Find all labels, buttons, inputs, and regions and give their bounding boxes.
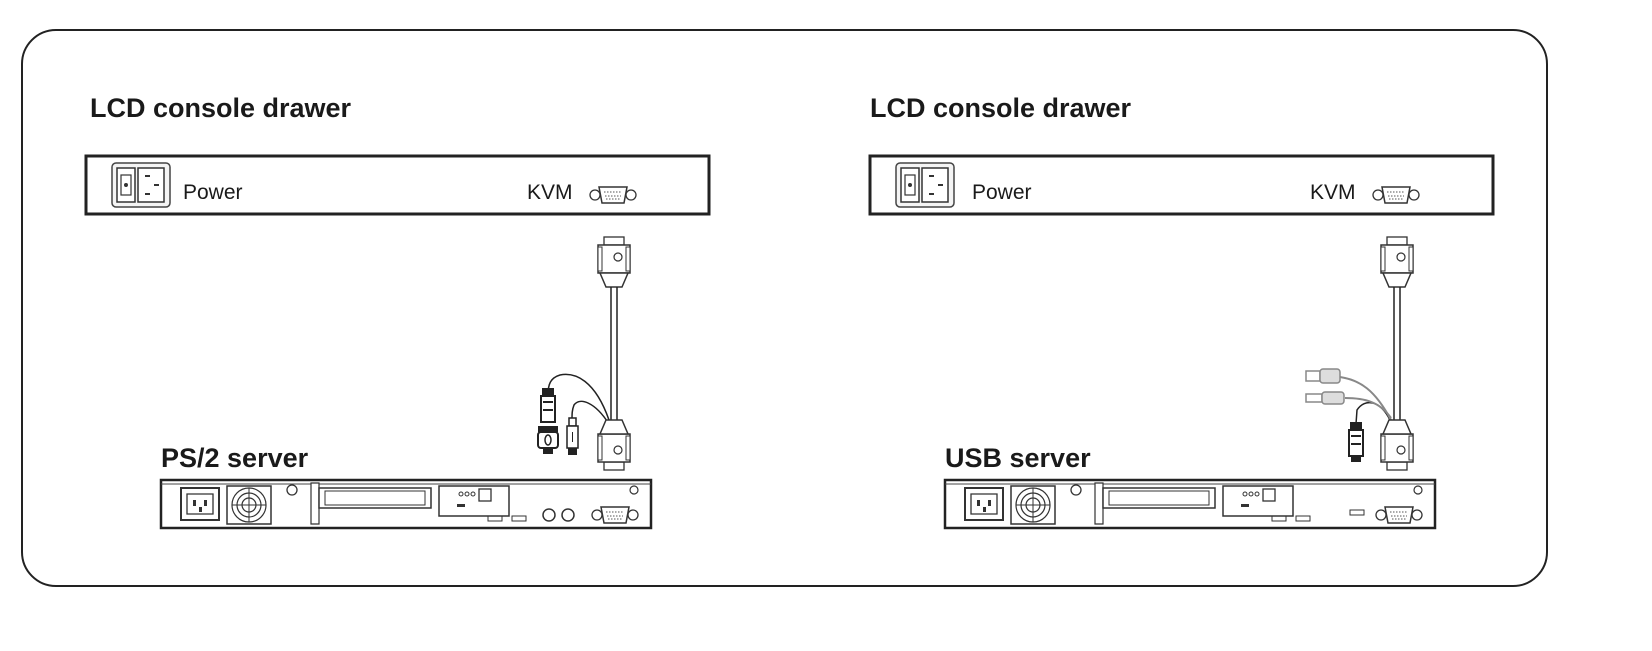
vga-connector-top-icon — [1380, 236, 1414, 288]
vga-connector-bottom-icon — [1380, 419, 1414, 471]
left-lcd-drawer — [84, 154, 711, 216]
right-panel: LCD console drawer Power KVM USB serv — [868, 93, 1495, 530]
usb-kvm-cable — [1305, 236, 1414, 471]
usb-ports-icon — [1271, 506, 1423, 524]
ps2-mouse-plug-icon — [566, 417, 579, 455]
right-kvm-label: KVM — [1310, 181, 1356, 204]
left-panel: LCD console drawer Power KVM — [84, 93, 711, 530]
right-server-label: USB server — [945, 443, 1091, 473]
left-drawer-title: LCD console drawer — [90, 93, 352, 123]
usb-server-rear-panel — [943, 478, 1437, 530]
usb-black-plug-icon — [1348, 422, 1364, 462]
right-drawer-title: LCD console drawer — [870, 93, 1132, 123]
ps2-ports-icon — [487, 506, 639, 524]
ps2-keyboard-plug-icon — [537, 388, 559, 454]
usb-gray-plug-icon — [1305, 368, 1345, 405]
left-server-label: PS/2 server — [161, 443, 309, 473]
power-inlet-icon — [895, 162, 955, 208]
left-power-label: Power — [183, 181, 243, 204]
left-kvm-label: KVM — [527, 181, 573, 204]
right-power-label: Power — [972, 181, 1032, 204]
ps2-server-rear-panel — [159, 478, 653, 530]
diagram-frame — [21, 29, 1548, 587]
ps2-kvm-cable — [537, 236, 631, 471]
vga-connector-bottom-icon — [597, 419, 631, 471]
vga-connector-top-icon — [597, 236, 631, 288]
power-inlet-icon — [111, 162, 171, 208]
right-lcd-drawer — [868, 154, 1495, 216]
